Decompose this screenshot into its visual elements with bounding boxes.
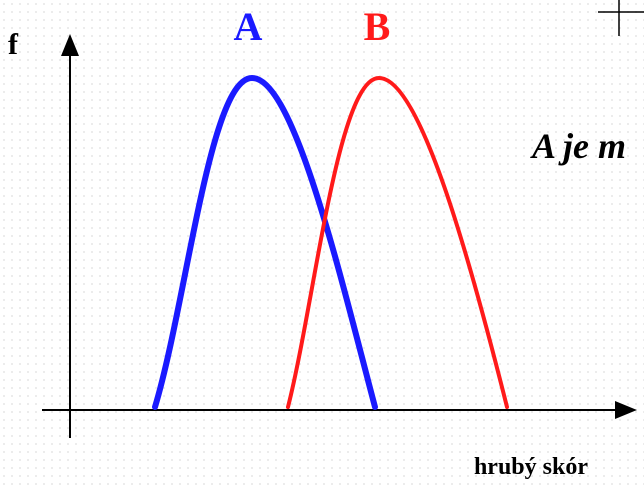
y-axis-arrowhead [61, 34, 79, 56]
curve-a [152, 74, 378, 410]
x-axis-arrowhead [615, 401, 637, 419]
statement-text: A je m [530, 126, 626, 166]
curve-b-label: B [364, 4, 391, 49]
y-axis-label: f [8, 28, 19, 61]
x-axis-label: hrubý skór [474, 454, 588, 480]
curve-b [286, 75, 509, 409]
curve-a-label: A [234, 4, 263, 49]
